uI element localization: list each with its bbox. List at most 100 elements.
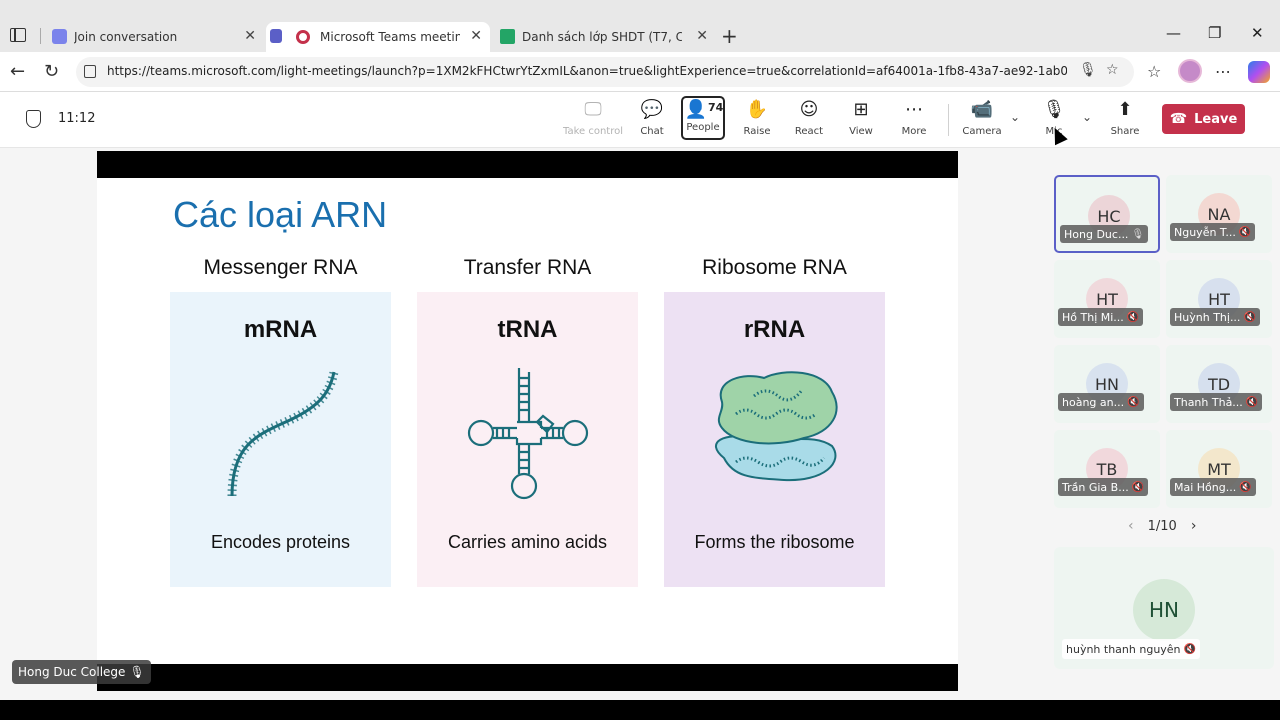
hang-up-icon: ☎ [1169, 111, 1188, 127]
minimize-icon[interactable]: — [1166, 24, 1181, 42]
participant-name: huỳnh thanh nguyên [1066, 642, 1181, 656]
tab-actions-icon[interactable] [10, 28, 26, 42]
presenter-name-tag: Hong Duc College 🎙 [12, 660, 151, 684]
close-icon[interactable]: ✕ [696, 28, 708, 44]
mic-off-icon: 🔇 [1127, 396, 1140, 408]
participant-name: Thanh Thả... [1174, 395, 1243, 409]
participant-tile[interactable]: HT Huỳnh Thị...🔇 [1166, 260, 1272, 338]
share-icon: ⬆ [1117, 99, 1133, 120]
participant-name: Hong Duc... [1064, 227, 1129, 241]
rna-card: mRNA Encodes proteins [170, 292, 391, 587]
url-field[interactable]: https://teams.microsoft.com/light-meetin… [76, 57, 1134, 87]
leave-button[interactable]: ☎ Leave [1162, 104, 1245, 134]
people-button[interactable]: 👤 74 People [681, 96, 725, 140]
site-info-icon[interactable] [84, 65, 96, 78]
rna-card: rRNA Forms the ribosome [664, 292, 885, 587]
tab-label: Microsoft Teams meeting | Microsoft Team… [320, 30, 460, 44]
react-button[interactable]: ☺ React [782, 98, 836, 144]
teams-meeting: 11:12 🖵 Take control 💬 Chat 👤 74 People … [0, 92, 1280, 700]
participant-avatar: TD [1198, 363, 1240, 405]
mic-off-icon: 🎙 [1042, 99, 1066, 120]
favorites-icon[interactable]: ☆ [1147, 62, 1162, 81]
tab-label: Join conversation [74, 30, 178, 44]
participant-tile[interactable]: MT Mai Hồng...🔇 [1166, 430, 1272, 508]
tab-google-sheets[interactable]: Danh sách lớp SHDT (T7, CN) - Google She… [492, 22, 716, 52]
share-button[interactable]: ⬆ Share [1098, 98, 1152, 144]
participant-tile[interactable]: HN hoàng an...🔇 [1054, 345, 1160, 423]
participant-name: Trần Gia B... [1062, 480, 1129, 494]
voice-search-icon[interactable]: 🎙 [1079, 62, 1097, 78]
mic-off-icon: 🔇 [1131, 481, 1145, 493]
window-close-icon[interactable]: ✕ [1251, 24, 1264, 42]
take-control-icon: 🖵 [584, 99, 602, 120]
camera-button[interactable]: 📹 Camera [955, 98, 1009, 144]
mic-label: Mic [1045, 126, 1063, 137]
participant-tile[interactable]: TB Trần Gia B...🔇 [1054, 430, 1160, 508]
stage-letterbox-top [97, 151, 958, 178]
participant-tile[interactable]: HC Hong Duc...🎙 [1054, 175, 1160, 253]
back-arrow-icon[interactable]: ← [10, 61, 26, 82]
camera-label: Camera [962, 126, 1002, 137]
participant-name-tag: Mai Hồng...🔇 [1170, 478, 1256, 496]
previous-page-chevron-icon[interactable]: ‹ [1128, 518, 1134, 534]
mic-button[interactable]: 🎙 Mic [1027, 98, 1081, 144]
meeting-timer: 11:12 [58, 111, 96, 126]
tab-teams-meeting[interactable]: Microsoft Teams meeting | Microsoft Team… [266, 22, 490, 52]
presenter-name: Hong Duc College [18, 665, 126, 679]
participant-tile[interactable]: HT Hồ Thị Mi...🔇 [1054, 260, 1160, 338]
more-menu-icon[interactable]: ⋯ [1215, 62, 1231, 81]
people-count: 74 [708, 101, 724, 114]
featured-participant-tile[interactable]: HN huỳnh thanh nguyên 🔇 [1054, 547, 1274, 669]
rna-heading: Messenger RNA [203, 256, 358, 279]
rna-column-rrna: Ribosome RNA rRNA Forms the ribosome [664, 256, 885, 587]
mic-options-chevron-icon[interactable]: ⌄ [1082, 110, 1093, 124]
smiley-icon: ☺ [799, 99, 819, 120]
chat-label: Chat [640, 126, 664, 137]
more-dots-icon: ⋯ [905, 99, 923, 120]
favorite-star-icon[interactable]: ☆ [1106, 62, 1119, 78]
shared-slide: Các loại ARN Messenger RNA mRNA Encodes … [97, 178, 958, 664]
address-bar: ← ↻ https://teams.microsoft.com/light-me… [0, 52, 1280, 92]
toolbar-divider [948, 104, 949, 136]
tab-label: Danh sách lớp SHDT (T7, CN) - Google She… [522, 30, 682, 44]
next-page-chevron-icon[interactable]: › [1190, 518, 1197, 534]
participant-name-tag: Thanh Thả...🔇 [1170, 393, 1263, 411]
participant-name-tag: Hong Duc...🎙 [1060, 225, 1149, 243]
camera-options-chevron-icon[interactable]: ⌄ [1010, 110, 1021, 124]
shield-icon [26, 110, 41, 128]
grid-icon: ⊞ [853, 99, 869, 120]
raise-hand-button[interactable]: ✋ Raise [730, 98, 784, 144]
rna-card: tRNA [417, 292, 638, 587]
restore-icon[interactable]: ❐ [1208, 24, 1222, 42]
chat-button[interactable]: 💬 Chat [625, 98, 679, 144]
profile-avatar[interactable] [1178, 59, 1202, 83]
new-tab-button[interactable]: + [721, 24, 738, 48]
rna-abbr: mRNA [243, 316, 318, 343]
participant-name: Nguyễn T... [1174, 225, 1236, 239]
refresh-icon[interactable]: ↻ [44, 61, 60, 82]
chat-icon: 💬 [640, 99, 664, 120]
mic-off-icon: 🔇 [1239, 481, 1252, 493]
mic-off-icon: 🔇 [1245, 396, 1259, 408]
take-control-button[interactable]: 🖵 Take control [562, 98, 624, 144]
close-icon[interactable]: ✕ [244, 28, 256, 44]
rna-description: Forms the ribosome [694, 532, 855, 552]
rna-column-mrna: Messenger RNA mRNA Encodes proteins [170, 256, 391, 587]
ribosome-icon [715, 371, 838, 482]
view-label: View [849, 126, 873, 137]
mic-off-icon: 🔇 [1183, 643, 1196, 655]
participant-tile[interactable]: TD Thanh Thả...🔇 [1166, 345, 1272, 423]
tab-join-conversation[interactable]: Join conversation ✕ [44, 22, 264, 52]
copilot-icon[interactable] [1248, 61, 1270, 83]
rna-description: Carries amino acids [447, 532, 608, 552]
mic-off-icon: 🔇 [1126, 311, 1140, 323]
view-button[interactable]: ⊞ View [834, 98, 888, 144]
more-button[interactable]: ⋯ More [887, 98, 941, 144]
share-label: Share [1110, 126, 1140, 137]
participant-tile[interactable]: NA Nguyễn T...🔇 [1166, 175, 1272, 253]
participant-name: Huỳnh Thị... [1174, 310, 1241, 324]
teams-favicon-icon [270, 29, 282, 43]
close-icon[interactable]: ✕ [470, 28, 482, 44]
participant-name-tag: Hồ Thị Mi...🔇 [1058, 308, 1144, 326]
trna-cloverleaf-icon [467, 368, 589, 500]
